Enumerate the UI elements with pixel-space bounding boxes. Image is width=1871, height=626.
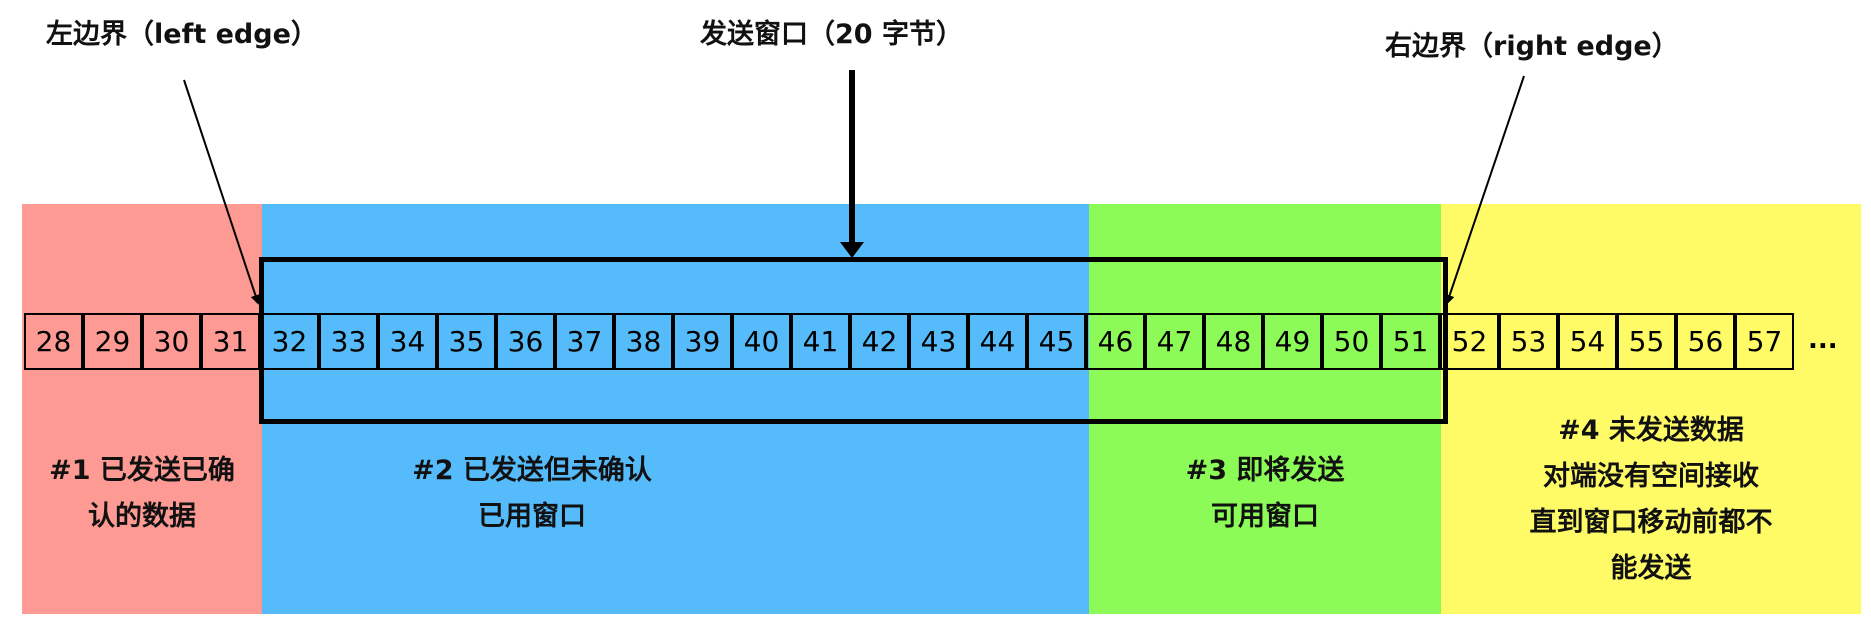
region-not-sendable [1441,204,1861,614]
byte-cell: 46 [1086,313,1145,370]
send-window-frame [259,257,1448,424]
region-sent-acked [22,204,262,614]
window-arrow-head [840,242,864,258]
byte-cell: 54 [1558,313,1617,370]
region-4-line-4: 能发送 [1610,553,1692,584]
byte-cell: 39 [673,313,732,370]
region-1-label: #1 已发送已确 认的数据 [22,448,262,540]
byte-cell: 30 [142,313,201,370]
byte-cell: 55 [1617,313,1676,370]
byte-cell: 53 [1499,313,1558,370]
region-3-label: #3 即将发送 可用窗口 [1089,448,1441,540]
byte-cell: 51 [1381,313,1440,370]
region-1-line-2: 认的数据 [88,501,196,532]
byte-cell: 34 [378,313,437,370]
left-edge-label: 左边界（left edge） [46,19,318,50]
byte-cell: 56 [1676,313,1735,370]
byte-cell: 29 [83,313,142,370]
region-sent-unacked [262,204,1089,614]
send-window-label: 发送窗口（20 字节） [700,19,963,50]
byte-cell: 28 [24,313,83,370]
byte-cell: 49 [1263,313,1322,370]
left-edge-arrow [183,79,261,305]
byte-cell: 38 [614,313,673,370]
byte-cell: 40 [732,313,791,370]
byte-cell: 42 [850,313,909,370]
byte-cell: 47 [1145,313,1204,370]
ellipsis: ... [1808,325,1838,355]
byte-cell: 35 [437,313,496,370]
byte-cell: 43 [909,313,968,370]
region-2-line-2: 已用窗口 [478,501,586,532]
byte-cell: 44 [968,313,1027,370]
byte-cell: 50 [1322,313,1381,370]
byte-cell: 45 [1027,313,1086,370]
region-usable-window [1089,204,1441,614]
byte-cell: 52 [1440,313,1499,370]
region-4-line-3: 直到窗口移动前都不 [1529,507,1773,538]
right-edge-arrow [1444,75,1525,305]
region-3-line-1: #3 即将发送 [1185,455,1345,486]
region-4-label: #4 未发送数据 对端没有空间接收 直到窗口移动前都不 能发送 [1441,408,1861,592]
region-2-line-1: #2 已发送但未确认 [412,455,652,486]
right-edge-label: 右边界（right edge） [1385,31,1679,62]
region-3-line-2: 可用窗口 [1211,501,1319,532]
byte-cell: 41 [791,313,850,370]
region-4-line-1: #4 未发送数据 [1558,415,1744,446]
region-4-line-2: 对端没有空间接收 [1543,461,1759,492]
byte-cell: 36 [496,313,555,370]
region-1-line-1: #1 已发送已确 [49,455,235,486]
byte-cell: 33 [319,313,378,370]
byte-cell: 37 [555,313,614,370]
region-2-label: #2 已发送但未确认 已用窗口 [362,448,702,540]
byte-cell: 57 [1735,313,1794,370]
byte-cell: 48 [1204,313,1263,370]
